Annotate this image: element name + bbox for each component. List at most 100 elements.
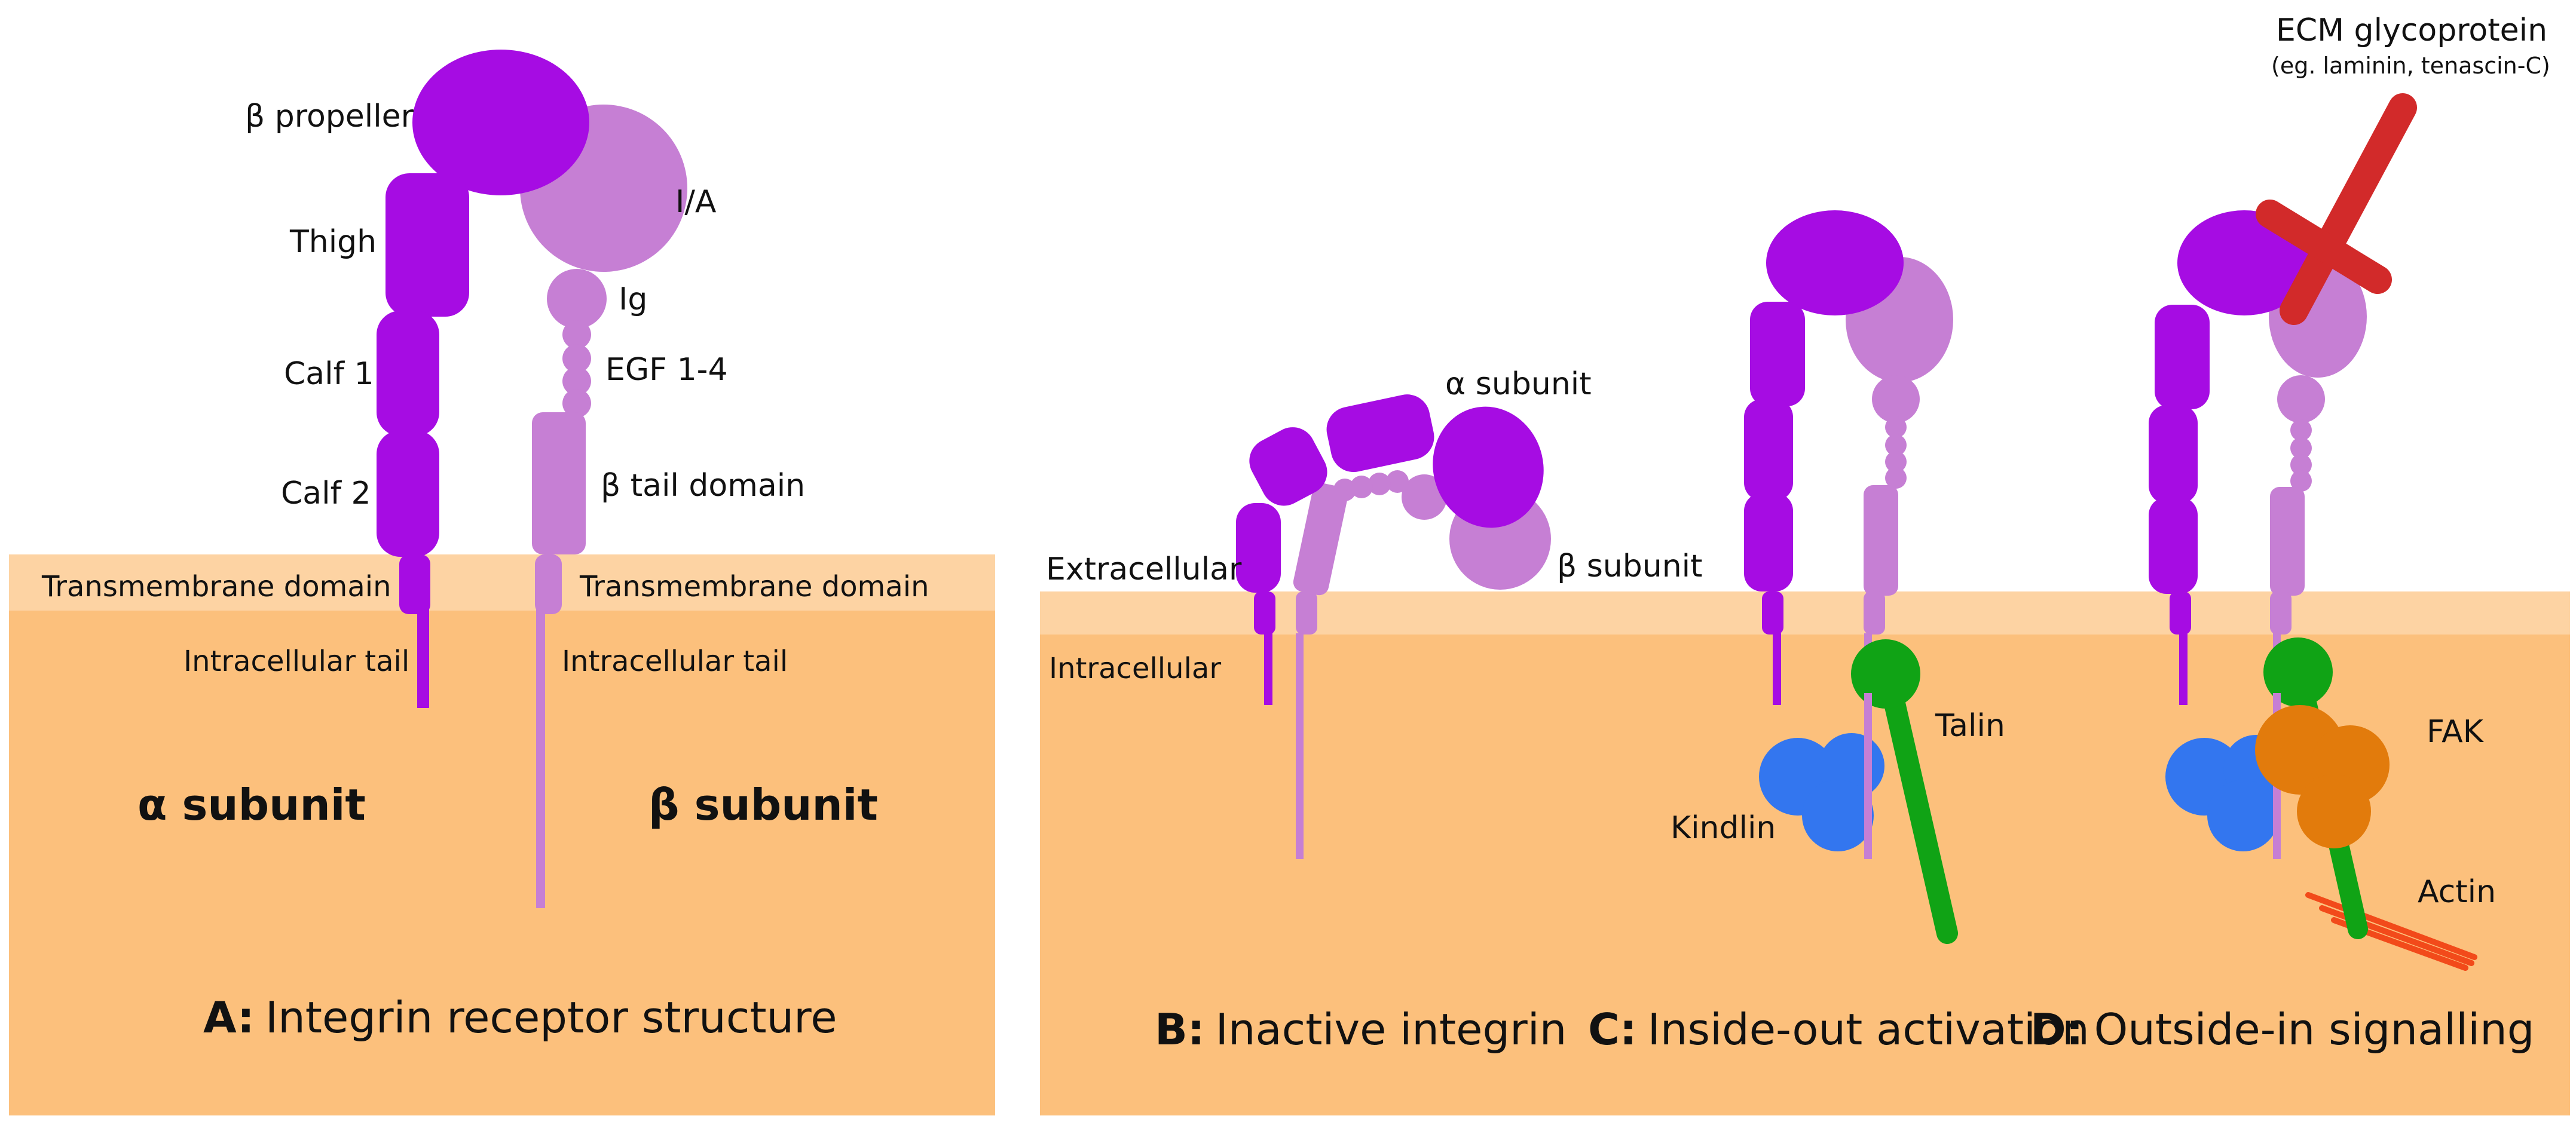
caption-c: C:Inside-out activation [1588, 1004, 2089, 1055]
d-beta-propeller [2177, 210, 2311, 315]
caption-a-prefix: A: [203, 992, 255, 1043]
caption-c-prefix: C: [1588, 1004, 1637, 1055]
d-beta-tail-domain [2270, 487, 2305, 596]
panel-a-alpha-subunit [377, 50, 589, 708]
panel-d: ECM glycoprotein (eg. laminin, tenascin-… [2030, 13, 2550, 1055]
actin-strand-1 [2305, 892, 2477, 960]
label-c-kindlin: Kindlin [1671, 810, 1776, 846]
b-beta-tail-domain [1293, 483, 1348, 596]
d-alpha-intracellular-tail [2179, 633, 2188, 705]
d-egf-bead-1 [2290, 419, 2312, 441]
label-tm-left: Transmembrane domain [41, 570, 391, 603]
fak-lobe-3 [2297, 774, 2371, 848]
panel-a: β propeller Thigh Calf 1 Calf 2 I/A Ig E… [9, 50, 995, 1115]
c-calf2-domain [1744, 493, 1793, 591]
caption-d-prefix: D: [2030, 1004, 2084, 1055]
d-ig-domain [2277, 375, 2325, 423]
caption-c-text: Inside-out activation [1648, 1004, 2089, 1055]
panel-b: Extracellular Intracellular α subunit β … [1046, 366, 1703, 1055]
c-egf-bead-3 [1885, 451, 1907, 473]
ecm-cross-arm [2256, 200, 2392, 294]
c-egf-bead-1 [1885, 416, 1907, 438]
d-beta-tm-domain [2270, 591, 2292, 634]
label-calf2: Calf 2 [281, 476, 371, 511]
label-d-fak: FAK [2427, 714, 2485, 750]
panel-c-alpha-subunit [1744, 210, 1904, 705]
d-egf-bead-4 [2290, 470, 2312, 492]
alpha-intracellular-tail [417, 609, 429, 708]
b-calf2-domain [1236, 503, 1281, 593]
egf-bead-2 [562, 344, 591, 373]
panel-bcd-membrane [1040, 591, 2570, 634]
ecm-main-arm [2280, 93, 2417, 325]
panel-c: Talin Kindlin C:Inside-out activation [1588, 210, 2089, 1055]
beta-tail-domain [532, 412, 586, 554]
d-thigh-domain [2155, 305, 2210, 409]
label-b-extracellular: Extracellular [1046, 551, 1242, 587]
label-b-beta-subunit: β subunit [1557, 548, 1703, 584]
panel-d-alpha-subunit [2149, 210, 2311, 705]
label-b-alpha-subunit: α subunit [1445, 366, 1592, 402]
ig-domain [547, 269, 607, 329]
caption-d: D:Outside-in signalling [2030, 1004, 2534, 1055]
d-alpha-tm-domain [2170, 591, 2191, 634]
c-egf-bead-4 [1885, 467, 1907, 489]
c-talin [1851, 639, 1958, 944]
label-beta-propeller: β propeller [245, 99, 414, 134]
b-alpha-tm-domain [1254, 591, 1275, 634]
c-kindlin-lobe-3 [1802, 780, 1874, 851]
label-egf: EGF 1-4 [605, 352, 728, 388]
label-ia: I/A [675, 184, 717, 220]
label-ic-right: Intracellular tail [562, 645, 788, 678]
panel-a-cytoplasm [9, 611, 995, 1115]
label-beta-tail: β tail domain [601, 468, 805, 504]
c-thigh-domain [1750, 302, 1805, 406]
thigh-domain [386, 173, 469, 317]
panel-b-alpha-subunit [1236, 394, 1544, 705]
c-talin-rod [1877, 661, 1958, 944]
d-kindlin-lobe-3 [2207, 780, 2279, 851]
caption-b: B:Inactive integrin [1155, 1004, 1567, 1055]
label-c-talin: Talin [1935, 708, 2005, 744]
calf2-domain [377, 430, 439, 557]
b-egf-bead-1 [1386, 470, 1409, 493]
label-b-intracellular: Intracellular [1049, 652, 1221, 685]
caption-b-text: Inactive integrin [1216, 1004, 1567, 1055]
b-ig-domain [1402, 474, 1447, 520]
c-beta-tail-over-kindlin [1864, 693, 1872, 859]
b-beta-tm-domain [1296, 591, 1317, 634]
c-beta-tm-domain [1864, 591, 1885, 634]
c-alpha-intracellular-tail [1773, 633, 1781, 705]
b-alpha-intracellular-tail [1264, 633, 1272, 705]
panel-a-membrane [9, 554, 995, 611]
c-egf-bead-2 [1885, 434, 1907, 456]
b-beta-intracellular-tail [1296, 633, 1304, 859]
beta-tm-domain [535, 554, 562, 614]
label-d-actin: Actin [2418, 874, 2496, 910]
egf-bead-3 [562, 367, 591, 396]
label-calf1: Calf 1 [284, 356, 374, 392]
caption-a-text: Integrin receptor structure [265, 992, 837, 1043]
b-egf-bead-3 [1350, 476, 1373, 498]
c-calf1-domain [1744, 399, 1793, 501]
b-calf1-domain [1249, 427, 1327, 506]
c-beta-tail-domain [1864, 485, 1898, 596]
c-talin-head [1851, 639, 1920, 709]
d-egf-bead-2 [2290, 437, 2312, 459]
label-beta-subunit: β subunit [648, 780, 878, 830]
c-alpha-tm-domain [1762, 591, 1783, 634]
calf1-domain [377, 311, 439, 436]
beta-intracellular-tail [536, 609, 545, 908]
label-tm-right: Transmembrane domain [579, 570, 929, 603]
label-d-ecm-title: ECM glycoprotein [2276, 13, 2547, 48]
caption-b-prefix: B: [1155, 1004, 1205, 1055]
label-ic-left: Intracellular tail [183, 645, 409, 678]
fak [2255, 705, 2390, 848]
egf-bead-1 [562, 320, 591, 349]
d-calf1-domain [2149, 405, 2198, 504]
d-calf2-domain [2149, 497, 2198, 594]
c-ig-domain [1872, 375, 1920, 423]
beta-propeller-domain [412, 50, 589, 195]
label-d-ecm-sub: (eg. laminin, tenascin-C) [2271, 53, 2550, 79]
